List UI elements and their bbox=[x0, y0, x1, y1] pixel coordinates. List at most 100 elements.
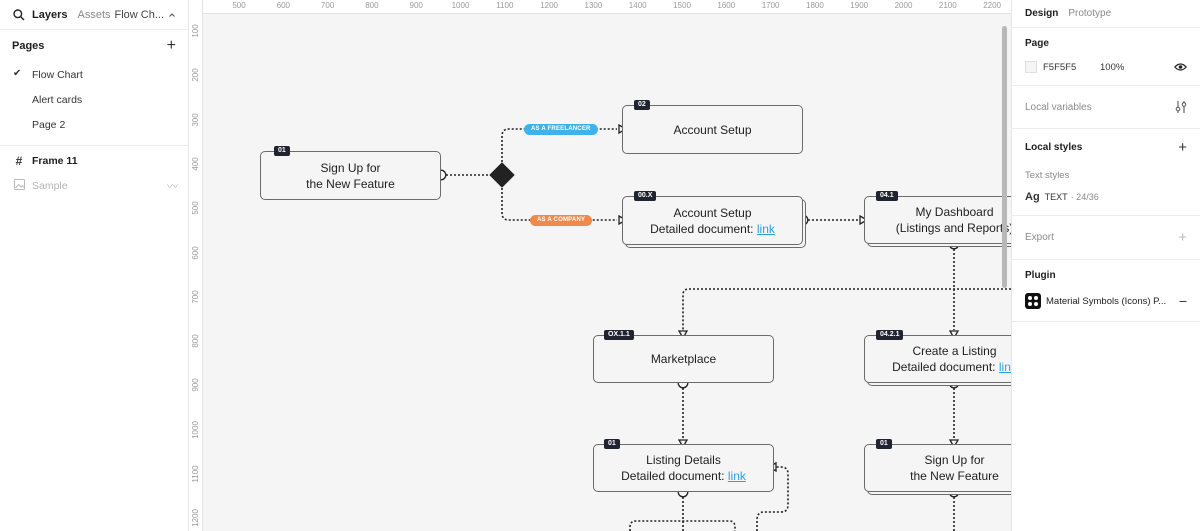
node-title: Create a Listing bbox=[912, 344, 997, 358]
plugin-item[interactable]: Material Symbols (Icons) P... − bbox=[1025, 293, 1187, 309]
ruler-tick-label: 1200 bbox=[540, 1, 558, 10]
ruler-tick-label: 300 bbox=[191, 112, 200, 127]
design-panel: Design Prototype Page F5F5F5 100% Local … bbox=[1011, 0, 1200, 531]
add-style-icon[interactable]: + bbox=[1178, 139, 1187, 156]
ruler-tick-label: 1600 bbox=[717, 1, 736, 10]
plugin-name: Material Symbols (Icons) P... bbox=[1046, 295, 1167, 307]
ruler-tick-label: 1100 bbox=[191, 465, 200, 483]
page-item-label: Alert cards bbox=[32, 93, 83, 106]
ruler-tick-label: 1400 bbox=[628, 1, 647, 10]
flow-node-signup[interactable]: Sign Up for the New Feature bbox=[260, 151, 441, 200]
node-tag: 01 bbox=[274, 146, 290, 156]
tab-design[interactable]: Design bbox=[1025, 8, 1059, 19]
doc-link[interactable]: link bbox=[756, 221, 775, 236]
node-tag: 04.2.1 bbox=[876, 330, 904, 340]
node-doc: Detailed document: link bbox=[621, 469, 746, 483]
ruler-tick-label: 600 bbox=[276, 1, 290, 10]
page-section: Page F5F5F5 100% bbox=[1012, 28, 1200, 86]
ruler-tick-label: 400 bbox=[191, 157, 200, 171]
layer-item-sample[interactable]: Sample 〰 bbox=[0, 173, 188, 198]
page-item-page-2[interactable]: Page 2 bbox=[0, 112, 188, 137]
flow-node-account-setup-detail[interactable]: Account Setup Detailed document: link bbox=[622, 196, 803, 245]
node-title: (Listings and Reports) bbox=[895, 221, 1011, 235]
ruler-tick-label: 500 bbox=[191, 201, 200, 215]
doc-link[interactable]: link bbox=[727, 469, 746, 483]
layers-panel: Layers Assets Flow Ch... Pages + ✔ Flow … bbox=[0, 0, 189, 531]
plugin-section: Plugin Material Symbols (Icons) P... − bbox=[1012, 260, 1200, 322]
ruler-tick-label: 800 bbox=[191, 334, 200, 348]
ruler-tick-label: 600 bbox=[191, 245, 200, 260]
layer-label: Sample bbox=[32, 179, 68, 192]
node-title: Account Setup bbox=[673, 205, 752, 220]
node-title: Marketplace bbox=[650, 352, 717, 366]
node-tag: OX.1.1 bbox=[604, 330, 634, 340]
layer-item-frame-11[interactable]: # Frame 11 bbox=[0, 148, 188, 173]
ruler-tick-label: 800 bbox=[365, 1, 379, 10]
ruler-tick-label: 2100 bbox=[938, 1, 957, 10]
node-tag: 00.X bbox=[634, 191, 657, 201]
doc-link[interactable]: link bbox=[998, 360, 1011, 374]
add-page-icon[interactable]: + bbox=[166, 37, 176, 54]
remove-plugin-icon[interactable]: − bbox=[1178, 293, 1187, 309]
component-variant-icon[interactable]: 〰 bbox=[167, 180, 178, 193]
ruler-tick-label: 700 bbox=[191, 290, 200, 304]
check-icon: ✔ bbox=[13, 68, 22, 79]
vertical-scrollbar[interactable] bbox=[1002, 26, 1007, 288]
text-style-item[interactable]: Ag TEXT · 24/36 bbox=[1025, 191, 1187, 203]
page-opacity-value[interactable]: 100% bbox=[1100, 61, 1125, 73]
chevron-up-icon bbox=[169, 12, 175, 17]
color-swatch[interactable] bbox=[1025, 61, 1037, 73]
section-title: Page bbox=[1025, 38, 1049, 49]
ruler-tick-label: 1000 bbox=[451, 1, 470, 10]
pages-title: Pages bbox=[12, 40, 45, 52]
text-styles-label: Text styles bbox=[1025, 170, 1070, 181]
ruler-tick-label: 1000 bbox=[191, 420, 200, 439]
add-export-icon[interactable]: + bbox=[1178, 229, 1187, 246]
text-style-name: TEXT bbox=[1044, 192, 1068, 202]
flow-node-create-listing[interactable]: Create a Listing Detailed document: link bbox=[864, 335, 1011, 383]
page-item-alert-cards[interactable]: Alert cards bbox=[0, 87, 188, 112]
flow-node-dashboard[interactable]: My Dashboard (Listings and Reports) bbox=[864, 196, 1011, 244]
page-color-row[interactable]: F5F5F5 100% bbox=[1025, 61, 1187, 73]
section-title: Export bbox=[1025, 232, 1054, 243]
tab-prototype[interactable]: Prototype bbox=[1068, 8, 1112, 19]
decision-diamond bbox=[489, 162, 515, 188]
file-switcher[interactable]: Flow Ch... bbox=[114, 9, 176, 21]
page-color-value[interactable]: F5F5F5 bbox=[1043, 61, 1077, 73]
text-style-sample: Ag bbox=[1025, 191, 1040, 203]
tab-assets[interactable]: Assets bbox=[77, 8, 111, 21]
ruler-tick-label: 2200 bbox=[983, 1, 1001, 10]
flow-node-marketplace[interactable]: Marketplace bbox=[593, 335, 774, 383]
node-title: Listing Details bbox=[646, 453, 721, 467]
ruler-tick-label: 1100 bbox=[496, 1, 514, 10]
page-item-label: Page 2 bbox=[32, 118, 66, 131]
node-doc: Detailed document: link bbox=[650, 221, 775, 236]
node-tag: 01 bbox=[604, 439, 620, 449]
search-icon[interactable] bbox=[12, 8, 26, 22]
local-variables-section[interactable]: Local variables bbox=[1012, 86, 1200, 129]
ruler-tick-label: 1700 bbox=[761, 1, 780, 10]
flow-node-signup-2[interactable]: Sign Up for the New Feature bbox=[864, 444, 1011, 492]
branch-label-company: AS A COMPANY bbox=[530, 215, 593, 226]
ruler-tick-label: 1900 bbox=[850, 1, 869, 10]
layer-label: Frame 11 bbox=[32, 154, 78, 167]
left-panel-header: Layers Assets Flow Ch... bbox=[0, 0, 188, 30]
image-icon bbox=[12, 178, 26, 193]
flow-node-listing-details[interactable]: Listing Details Detailed document: link bbox=[593, 444, 774, 492]
frame-icon: # bbox=[15, 153, 23, 168]
tab-layers[interactable]: Layers bbox=[32, 8, 68, 21]
ruler-tick-label: 100 bbox=[191, 24, 200, 38]
eye-icon[interactable] bbox=[1174, 62, 1187, 72]
ruler-tick-label: 500 bbox=[232, 1, 246, 10]
ruler-tick-label: 2000 bbox=[894, 1, 913, 10]
node-tag: 01 bbox=[876, 439, 892, 449]
node-tag: 04.1 bbox=[876, 191, 898, 201]
ruler-tick-label: 1500 bbox=[673, 1, 691, 10]
variables-settings-icon[interactable] bbox=[1175, 100, 1187, 114]
local-styles-section: Local styles + Text styles Ag TEXT · 24/… bbox=[1012, 129, 1200, 216]
canvas[interactable]: Sign Up for the New Feature 01 Account S… bbox=[189, 0, 1011, 531]
page-item-flow-chart[interactable]: ✔ Flow Chart bbox=[0, 62, 188, 87]
flow-node-account-setup[interactable]: Account Setup bbox=[622, 105, 803, 154]
